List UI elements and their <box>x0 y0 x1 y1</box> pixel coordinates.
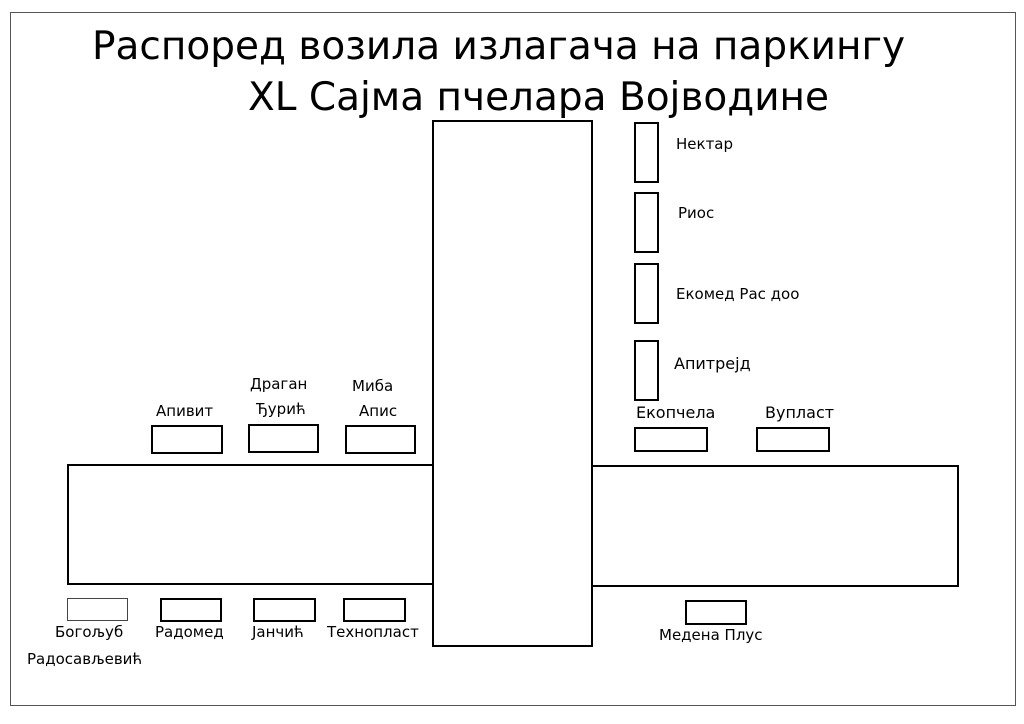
label-radomed: Радомед <box>155 623 224 641</box>
spot-ekopcela <box>634 427 708 452</box>
spot-bogoljub <box>67 598 128 621</box>
label-tehnoplast: Технопласт <box>327 623 419 641</box>
label-vuplast: Вупласт <box>765 403 835 422</box>
page-border <box>10 12 1016 706</box>
spot-dragan-djuric <box>248 424 319 453</box>
label-apis: Апис <box>359 402 398 420</box>
label-miba: Миба <box>352 377 394 395</box>
label-ekopcela: Екопчела <box>636 403 716 422</box>
spot-radomed <box>160 598 222 622</box>
right-building-wing <box>591 465 959 587</box>
spot-medena-plus <box>685 600 747 625</box>
spot-ekomed <box>634 263 659 324</box>
title-line-2: XL Сајма пчелара Војводине <box>248 75 830 120</box>
label-djuric: Ђурић <box>256 400 306 418</box>
label-apivit: Апивит <box>156 402 214 420</box>
label-bogoljub: Богољуб <box>55 623 124 641</box>
label-apitrejd: Апитрејд <box>674 354 751 373</box>
central-building <box>432 120 593 647</box>
label-nektar: Нектар <box>676 135 734 153</box>
spot-jancic <box>253 598 316 622</box>
spot-apivit <box>151 425 223 454</box>
label-jancic: Јанчић <box>252 623 304 641</box>
spot-vuplast <box>756 427 830 452</box>
left-building-wing <box>67 464 434 585</box>
label-rios: Риос <box>678 204 715 222</box>
spot-miba-apis <box>345 425 416 454</box>
spot-nektar <box>634 122 659 183</box>
spot-tehnoplast <box>343 598 406 622</box>
label-dragan: Драган <box>250 375 308 393</box>
spot-rios <box>634 192 659 253</box>
spot-apitrejd <box>634 340 659 401</box>
title-line-1: Распоред возила излагача на паркингу <box>92 24 906 69</box>
label-medena-plus: Медена Плус <box>659 626 763 644</box>
label-ekomed: Екомед Рас доо <box>676 285 800 303</box>
label-radosavljevic: Радосављевић <box>27 650 143 668</box>
